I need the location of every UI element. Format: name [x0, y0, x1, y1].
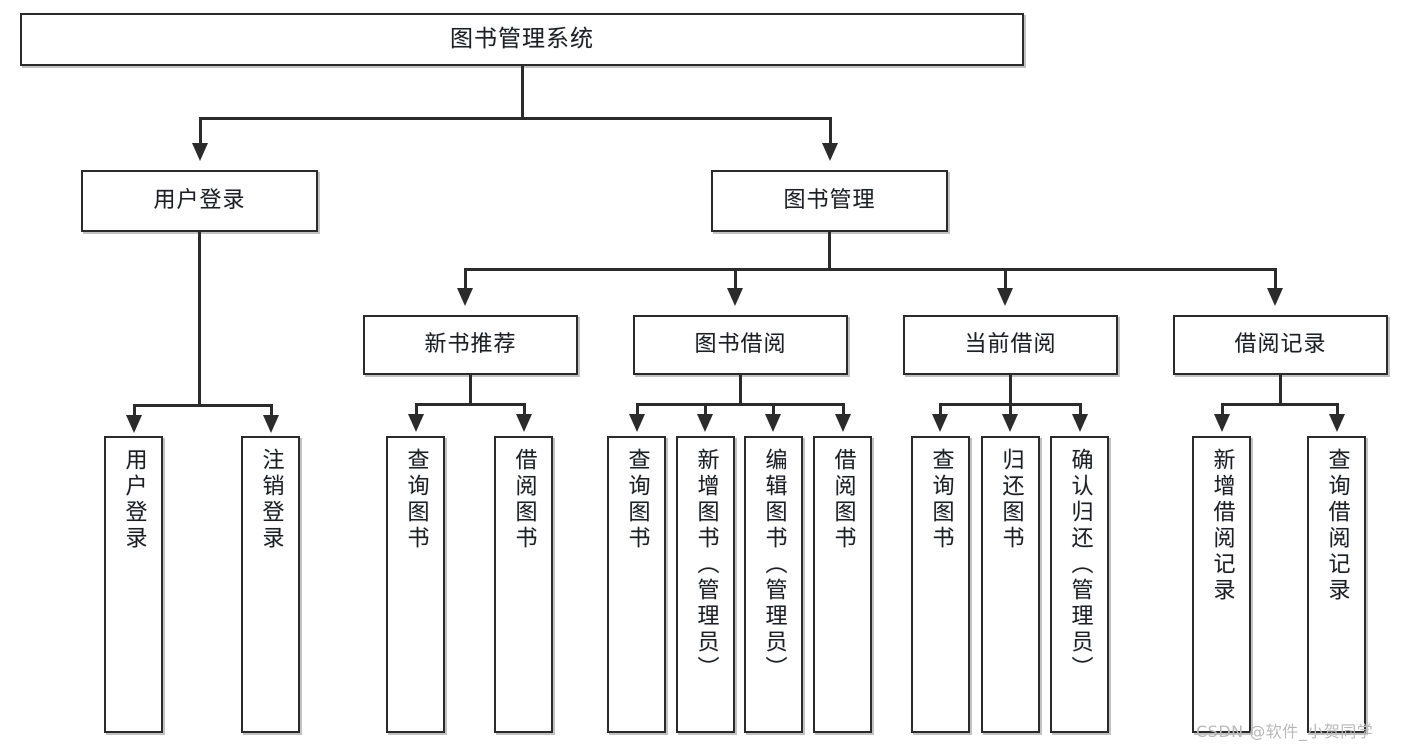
connector-root-to-user-login	[199, 117, 202, 144]
node-label: 归还图书	[998, 448, 1024, 552]
arrowhead-book-borrow-leaf-3	[765, 414, 781, 432]
connector-current-borrow-leaf-2	[1009, 403, 1012, 416]
arrowhead-book-borrow-leaf-2	[697, 414, 713, 432]
node-label: 确认归还（管理员）	[1067, 448, 1093, 682]
connector-root-bar	[199, 117, 831, 120]
connector-book-borrow-bar	[636, 403, 844, 406]
csdn-watermark: CSDN @软件_小贺同学	[1196, 722, 1374, 741]
arrowhead-root-to-user-login	[192, 143, 208, 161]
connector-to-current-borrow	[1004, 268, 1007, 289]
connector-new-book-bar	[415, 403, 525, 406]
arrowhead-book-borrow	[727, 288, 743, 306]
arrowhead-current-borrow	[997, 288, 1013, 306]
connector-to-book-borrow	[734, 268, 737, 289]
node-label: 查询借阅记录	[1324, 448, 1350, 604]
arrowhead-new-book	[457, 288, 473, 306]
connector-user-login-to-leaf-2	[270, 404, 273, 417]
leaf-borrow-query-book[interactable]: 查询图书	[607, 436, 666, 733]
node-new-book-recommend[interactable]: 新书推荐	[363, 315, 578, 375]
connector-current-borrow-leaf-1	[939, 403, 942, 416]
connector-borrow-record-leaf-1	[1221, 403, 1224, 416]
connector-book-borrow-leaf-2	[704, 403, 707, 416]
leaf-new-book-query[interactable]: 查询图书	[386, 436, 445, 733]
node-label: 注销登录	[258, 448, 284, 552]
arrowhead-borrow-record-leaf-1	[1214, 414, 1230, 432]
arrowhead-user-login-leaf-2	[263, 415, 279, 433]
node-label: 借阅记录	[1234, 332, 1327, 358]
leaf-query-borrow-record[interactable]: 查询借阅记录	[1307, 436, 1366, 733]
leaf-current-query-book[interactable]: 查询图书	[911, 436, 970, 733]
node-label: 查询图书	[624, 448, 650, 552]
arrowhead-borrow-record	[1267, 288, 1283, 306]
connector-user-login-stem	[198, 232, 201, 406]
connector-new-book-stem	[469, 375, 472, 404]
connector-book-borrow-leaf-3	[772, 403, 775, 416]
leaf-add-borrow-record[interactable]: 新增借阅记录	[1192, 436, 1251, 733]
connector-to-borrow-record	[1274, 268, 1277, 289]
leaf-user-login[interactable]: 用户登录	[104, 436, 163, 733]
arrowhead-current-borrow-leaf-2	[1002, 414, 1018, 432]
arrowhead-new-book-leaf-1	[408, 414, 424, 432]
node-label: 借阅图书	[511, 448, 537, 552]
arrowhead-book-borrow-leaf-4	[835, 414, 851, 432]
arrowhead-current-borrow-leaf-3	[1072, 414, 1088, 432]
node-label: 用户登录	[121, 448, 147, 552]
connector-book-manage-stem	[828, 232, 831, 269]
connector-to-new-book	[464, 268, 467, 289]
arrowhead-borrow-record-leaf-2	[1329, 414, 1345, 432]
arrowhead-user-login-leaf-1	[126, 415, 142, 433]
leaf-new-book-borrow[interactable]: 借阅图书	[494, 436, 553, 733]
connector-book-borrow-leaf-1	[636, 403, 639, 416]
connector-root-to-book-manage	[829, 117, 832, 144]
node-current-borrow[interactable]: 当前借阅	[903, 315, 1118, 375]
connector-new-book-leaf-2	[523, 403, 526, 416]
node-label: 用户登录	[153, 188, 246, 214]
node-user-login[interactable]: 用户登录	[81, 170, 318, 232]
connector-borrow-record-stem	[1279, 375, 1282, 404]
node-book-borrow[interactable]: 图书借阅	[633, 315, 848, 375]
node-label: 新书推荐	[424, 332, 517, 358]
connector-user-login-to-leaf-1	[133, 404, 136, 417]
node-label: 查询图书	[403, 448, 429, 552]
node-label: 新增借阅记录	[1209, 448, 1235, 604]
connector-current-borrow-leaf-3	[1079, 403, 1082, 416]
leaf-edit-book-admin[interactable]: 编辑图书（管理员）	[744, 436, 803, 733]
node-borrow-record[interactable]: 借阅记录	[1173, 315, 1388, 375]
arrowhead-current-borrow-leaf-1	[932, 414, 948, 432]
connector-borrow-record-bar	[1221, 403, 1338, 406]
leaf-confirm-return-admin[interactable]: 确认归还（管理员）	[1050, 436, 1109, 733]
node-root-library-system[interactable]: 图书管理系统	[20, 13, 1024, 66]
node-label: 图书管理	[783, 188, 876, 214]
node-label: 借阅图书	[830, 448, 856, 552]
leaf-borrow-book[interactable]: 借阅图书	[813, 436, 872, 733]
connector-book-borrow-stem	[739, 375, 742, 404]
node-label: 查询图书	[928, 448, 954, 552]
node-label: 当前借阅	[964, 332, 1057, 358]
connector-user-login-bar	[133, 404, 270, 407]
connector-borrow-record-leaf-2	[1336, 403, 1339, 416]
connector-new-book-leaf-1	[415, 403, 418, 416]
connector-current-borrow-stem	[1009, 375, 1012, 404]
leaf-return-book[interactable]: 归还图书	[981, 436, 1040, 733]
connector-book-borrow-leaf-4	[842, 403, 845, 416]
connector-root-stem	[521, 66, 524, 118]
node-book-management[interactable]: 图书管理	[711, 170, 948, 232]
node-label: 新增图书（管理员）	[693, 448, 719, 682]
node-label: 图书借阅	[694, 332, 787, 358]
leaf-logout-login[interactable]: 注销登录	[241, 436, 300, 733]
arrowhead-new-book-leaf-2	[516, 414, 532, 432]
arrowhead-book-borrow-leaf-1	[629, 414, 645, 432]
node-label: 编辑图书（管理员）	[761, 448, 787, 682]
arrowhead-root-to-book-manage	[822, 143, 838, 161]
leaf-add-book-admin[interactable]: 新增图书（管理员）	[676, 436, 735, 733]
node-label: 图书管理系统	[450, 26, 594, 53]
connector-level3-bar	[464, 268, 1276, 271]
